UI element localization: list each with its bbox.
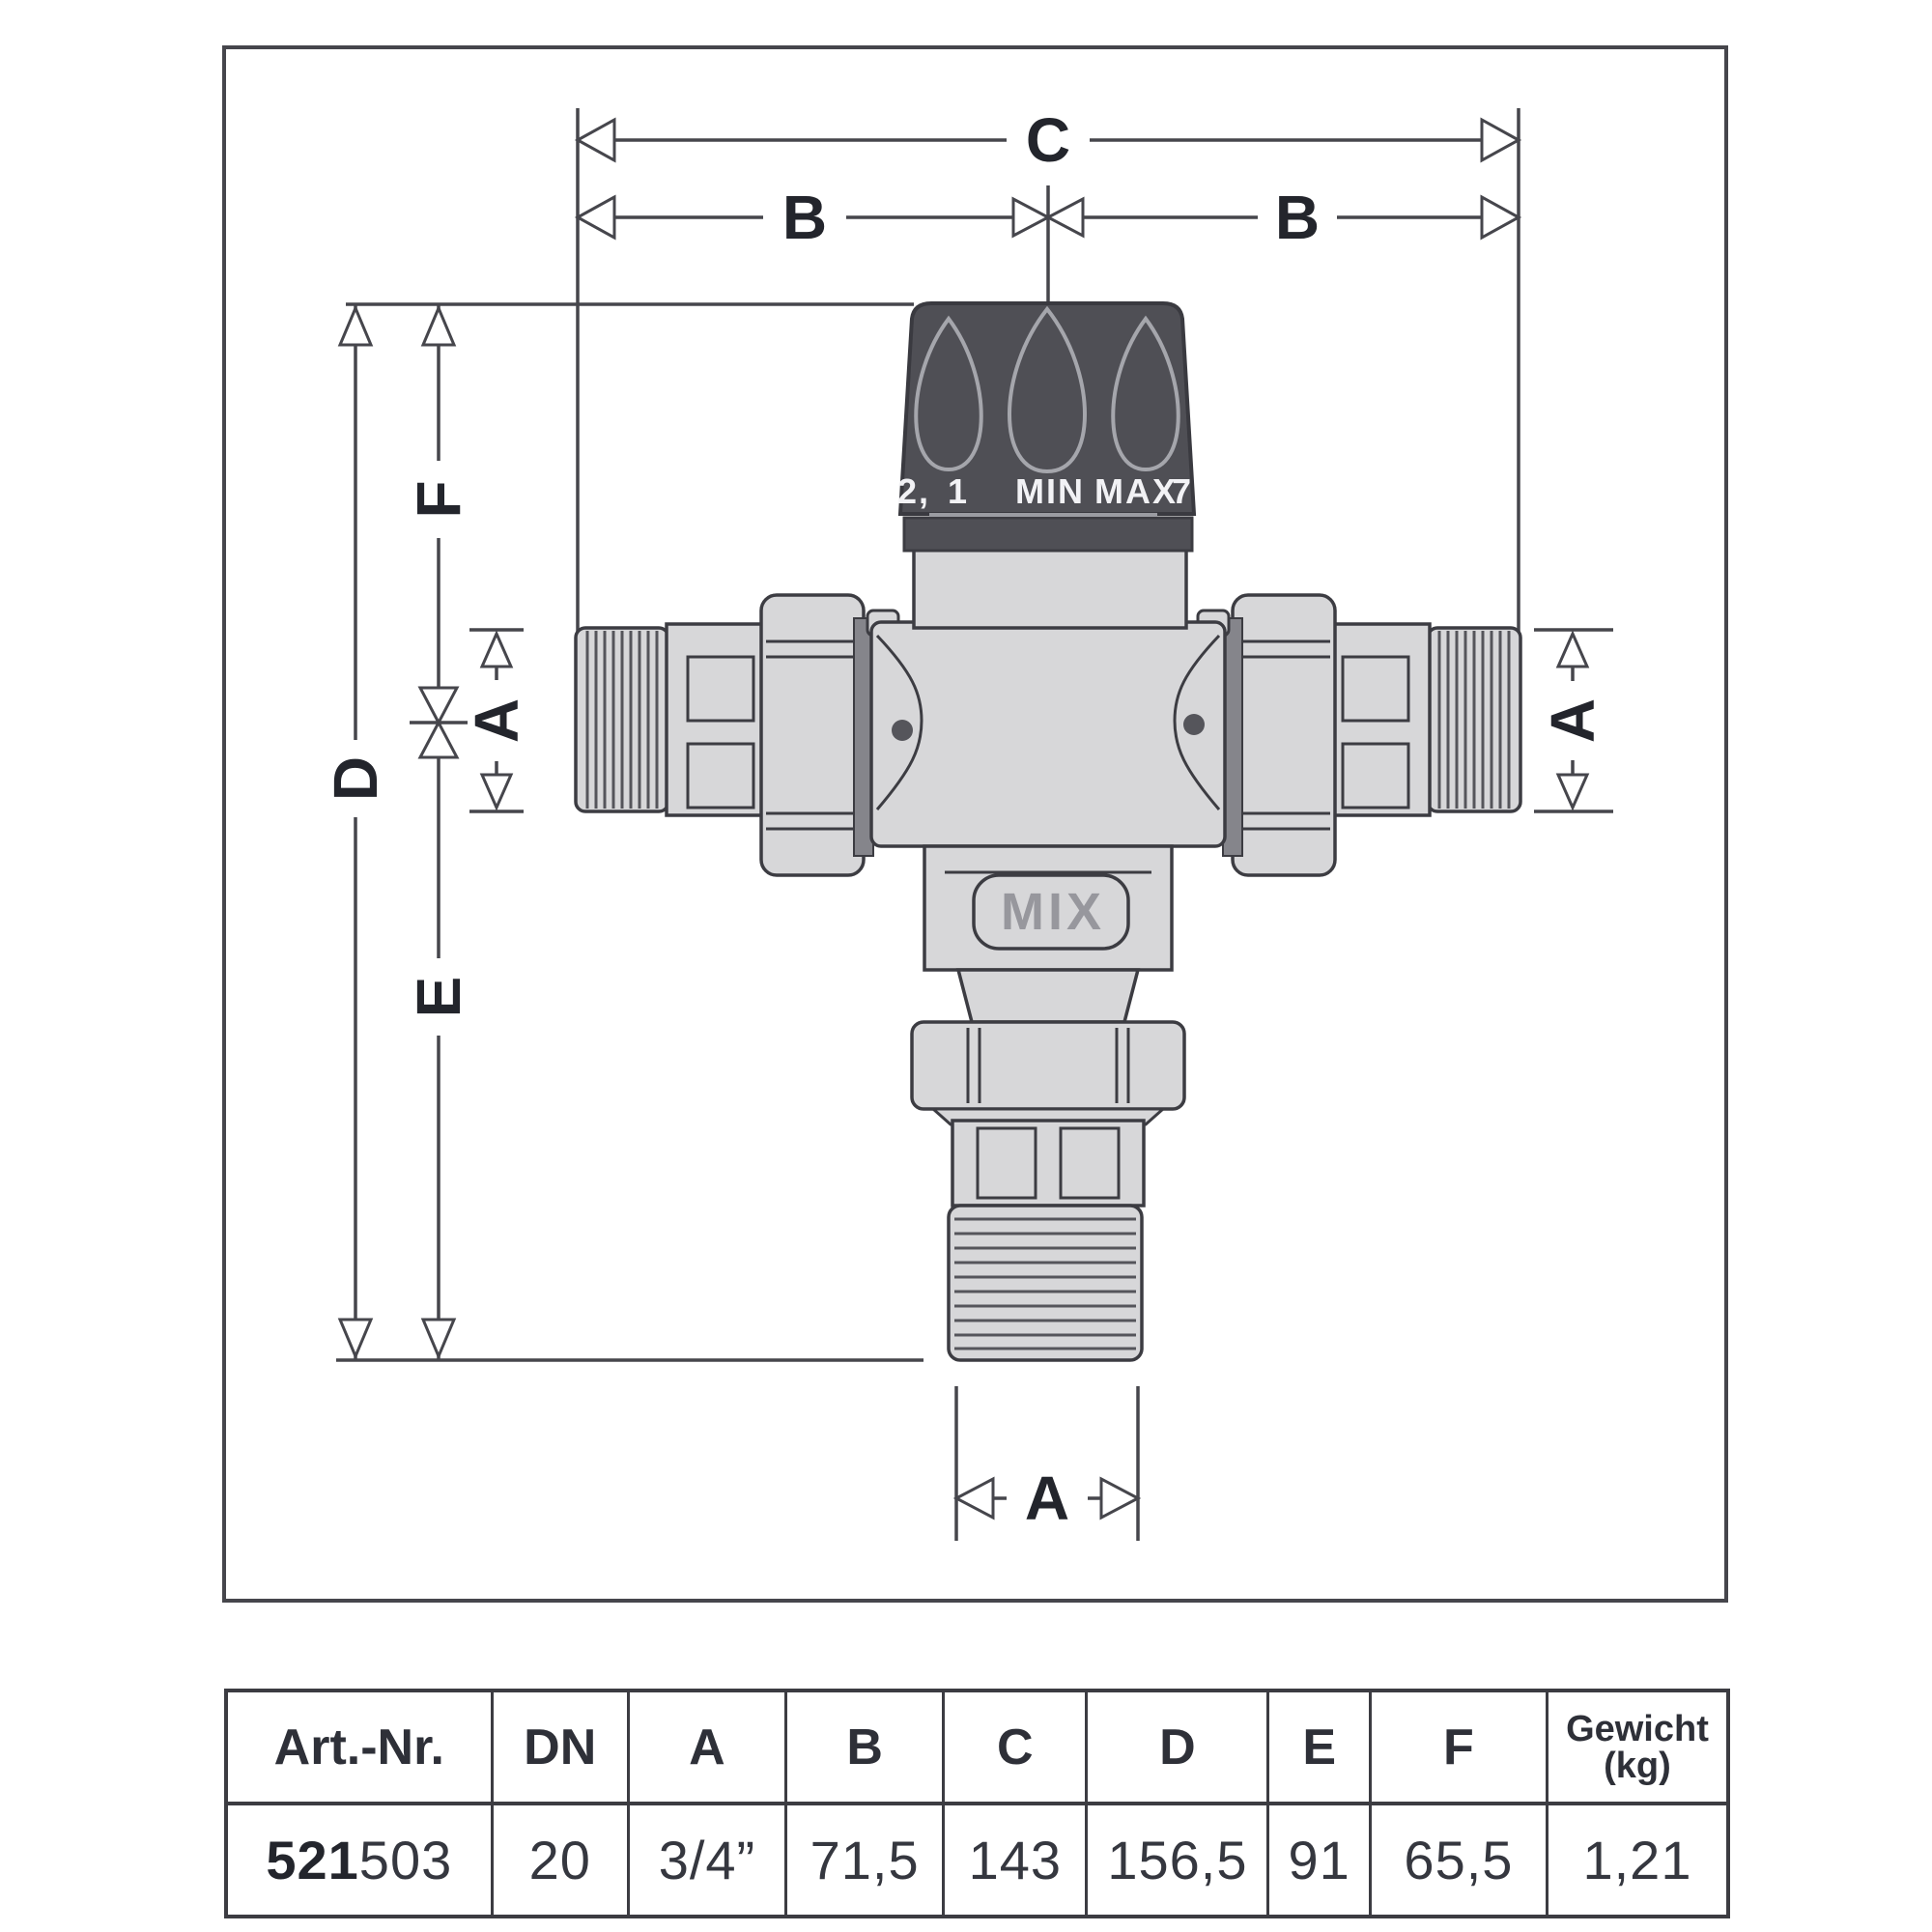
bowtie-fe [417, 686, 460, 726]
col-header-f: F [1368, 1692, 1546, 1802]
knob-scale-max: MAX [1094, 471, 1178, 511]
knob-scale-markings: 2, 1 MIN MAX 7 [897, 471, 1193, 511]
col-header-d: D [1085, 1692, 1266, 1802]
mix-badge-label: MIX [1001, 883, 1105, 941]
dim-label-d: D [321, 756, 390, 801]
dim-label-e: E [404, 977, 473, 1018]
art-nr-suffix: 503 [358, 1830, 453, 1890]
dim-label-a-right: A [1538, 698, 1607, 743]
right-union-nut [1231, 593, 1337, 877]
left-thread-connection [574, 626, 670, 813]
cell-f: 65,5 [1368, 1805, 1546, 1915]
dim-label-a-left: A [462, 698, 531, 743]
valve-central-body [869, 620, 1227, 972]
knob-scale-mark-1: 1 [948, 471, 969, 511]
outlet-neck [955, 968, 1141, 1024]
col-header-weight-line2: (kg) [1604, 1745, 1671, 1786]
dim-label-c: C [1026, 105, 1070, 175]
bottom-thread-connection [947, 1204, 1144, 1362]
dim-label-a-bottom: A [1025, 1463, 1069, 1533]
bowtie-b-center [1011, 196, 1052, 239]
valve-bonnet [912, 545, 1188, 630]
dim-label-f: F [404, 480, 473, 518]
art-nr-prefix: 521 [266, 1830, 359, 1890]
col-header-art-nr: Art.-Nr. [273, 1719, 444, 1776]
col-header-c: C [942, 1692, 1085, 1802]
col-header-weight: Gewicht (kg) [1545, 1692, 1726, 1802]
bottom-union-nut [910, 1020, 1186, 1111]
col-header-dn: DN [490, 1692, 627, 1802]
left-screw-dot [892, 720, 913, 741]
mix-badge: MIX [972, 873, 1130, 951]
dimension-labels: C B B D F E A A A [321, 105, 1607, 1533]
knob-scale-mark-7: 7 [1172, 471, 1193, 511]
cell-d: 156,5 [1085, 1805, 1266, 1915]
cell-a: 3/4” [626, 1805, 784, 1915]
dim-label-b-left: B [782, 183, 827, 252]
knob-grip-grooves [914, 305, 1180, 474]
bottom-outlet [910, 968, 1186, 1362]
right-tailpiece [1329, 622, 1432, 817]
knob-base-ring [902, 516, 1194, 553]
cell-c: 143 [942, 1805, 1085, 1915]
cell-e: 91 [1266, 1805, 1368, 1915]
col-header-e: E [1266, 1692, 1368, 1802]
dim-label-b-right: B [1275, 183, 1320, 252]
cell-weight: 1,21 [1545, 1805, 1726, 1915]
right-screw-dot [1183, 714, 1205, 735]
cell-dn: 20 [490, 1805, 627, 1915]
adjustment-knob: 2, 1 MIN MAX 7 [897, 301, 1197, 517]
cell-b: 71,5 [784, 1805, 942, 1915]
spec-table: Art.-Nr. DN A B C D E F Gewicht (kg) 521… [224, 1689, 1730, 1918]
col-header-a: A [626, 1692, 784, 1802]
dimension-arrowheads [337, 117, 1590, 1520]
left-union-nut [759, 593, 866, 877]
col-header-b: B [784, 1692, 942, 1802]
bottom-tailpiece [951, 1119, 1146, 1208]
knob-scale-min: MIN [1015, 471, 1085, 511]
right-thread-connection [1426, 626, 1522, 813]
col-header-weight-line1: Gewicht [1566, 1708, 1709, 1749]
valve-drawing: MIX [574, 301, 1522, 1362]
left-tailpiece [665, 622, 767, 817]
knob-scale-mark-2: 2, [897, 471, 930, 511]
spec-table-header-row: Art.-Nr. DN A B C D E F Gewicht (kg) [228, 1692, 1726, 1805]
